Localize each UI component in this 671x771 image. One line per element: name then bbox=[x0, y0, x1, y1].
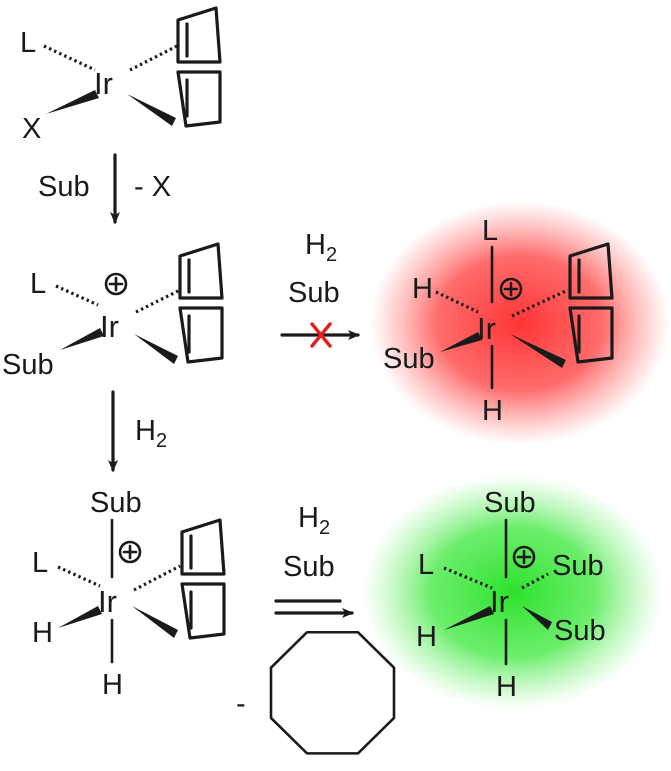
reagent-sub: Sub bbox=[288, 277, 340, 309]
arrow-hydrogenation: H2 bbox=[108, 390, 167, 472]
wedge-bond bbox=[440, 332, 482, 352]
ligand-l: L bbox=[482, 215, 498, 247]
reagent-h2: H2 bbox=[298, 502, 330, 539]
ligand-sub-right-top: Sub bbox=[552, 550, 604, 582]
hashed-bond-diene bbox=[133, 564, 181, 592]
cyclooctadiene-ligand bbox=[180, 518, 226, 640]
ligand-l: L bbox=[32, 547, 48, 579]
wedge-bond-right bbox=[522, 606, 552, 630]
ligand-l: L bbox=[418, 549, 434, 581]
inactive-complex: L H Ir Sub H bbox=[383, 215, 614, 427]
hashed-bond bbox=[55, 284, 99, 307]
reagent-sub: Sub bbox=[38, 171, 90, 203]
x-mark-icon bbox=[310, 322, 332, 348]
ligand-sub: Sub bbox=[383, 343, 435, 375]
hashed-bond-diene bbox=[129, 44, 178, 72]
cationic-complex: L ⊕ Ir Sub bbox=[2, 242, 224, 381]
hashed-bond-diene bbox=[135, 288, 181, 314]
reagent-h2: H2 bbox=[135, 415, 167, 452]
reagent-sub: Sub bbox=[283, 551, 335, 583]
ligand-sub-top: Sub bbox=[90, 487, 142, 519]
ligand-sub: Sub bbox=[2, 349, 54, 381]
wedge-bond bbox=[46, 90, 99, 114]
cyclooctane-ring bbox=[269, 630, 396, 755]
byproduct-x: - X bbox=[134, 171, 171, 203]
minus-sign: - bbox=[236, 688, 246, 720]
wedge-bond bbox=[58, 606, 102, 628]
dihydride-complex: Sub L Ir H H bbox=[32, 487, 226, 701]
wedge-bond bbox=[60, 328, 104, 350]
hashed-bond-diene bbox=[511, 288, 569, 318]
cyclooctadiene-ligand bbox=[176, 6, 222, 128]
ligand-x: X bbox=[22, 113, 41, 145]
ligand-h-bottom: H bbox=[496, 671, 517, 703]
wedge-bond-diene bbox=[127, 94, 176, 126]
hashed-bond bbox=[43, 44, 96, 72]
metal-center: Ir bbox=[490, 584, 509, 619]
wedge-bond-diene bbox=[132, 606, 178, 638]
reagent-h2: H2 bbox=[305, 229, 337, 266]
metal-center: Ir bbox=[98, 584, 117, 619]
wedge-bond bbox=[444, 606, 494, 630]
arrow-blocked-pathway: H2 Sub bbox=[280, 229, 360, 348]
hashed-bond bbox=[57, 565, 101, 588]
ligand-h-bottom: H bbox=[102, 669, 123, 701]
charge-plus-icon bbox=[104, 272, 128, 296]
cyclooctane-byproduct: - bbox=[236, 630, 396, 755]
ligand-h-bottom: H bbox=[482, 395, 503, 427]
ligand-sub-right-bottom: Sub bbox=[554, 615, 606, 647]
active-complex: Sub L Sub Ir H Sub H bbox=[416, 487, 606, 703]
ligand-h: H bbox=[412, 273, 433, 305]
inactive-complex-glow bbox=[370, 201, 670, 445]
arrow-substitution: Sub - X bbox=[38, 153, 171, 224]
metal-center: Ir bbox=[477, 311, 496, 346]
metal-center: Ir bbox=[100, 309, 119, 344]
wedge-bond-diene bbox=[510, 334, 566, 368]
charge-plus-icon bbox=[499, 277, 523, 301]
arrow-cod-release: H2 Sub bbox=[274, 502, 354, 618]
ligand-h: H bbox=[416, 621, 437, 653]
cyclooctadiene-ligand bbox=[178, 242, 224, 364]
metal-center: Ir bbox=[94, 66, 113, 101]
ligand-l: L bbox=[30, 268, 46, 300]
hashed-bond-right bbox=[521, 572, 549, 590]
ligand-sub-top: Sub bbox=[484, 487, 536, 519]
ligand-h: H bbox=[32, 617, 53, 649]
hashed-bond bbox=[435, 290, 479, 314]
charge-plus-icon bbox=[118, 540, 142, 564]
active-complex-glow bbox=[363, 474, 663, 710]
precatalyst-complex: L Ir X bbox=[20, 6, 222, 145]
charge-plus-icon bbox=[512, 545, 536, 569]
ligand-l: L bbox=[20, 27, 36, 59]
wedge-bond-diene bbox=[134, 334, 178, 364]
